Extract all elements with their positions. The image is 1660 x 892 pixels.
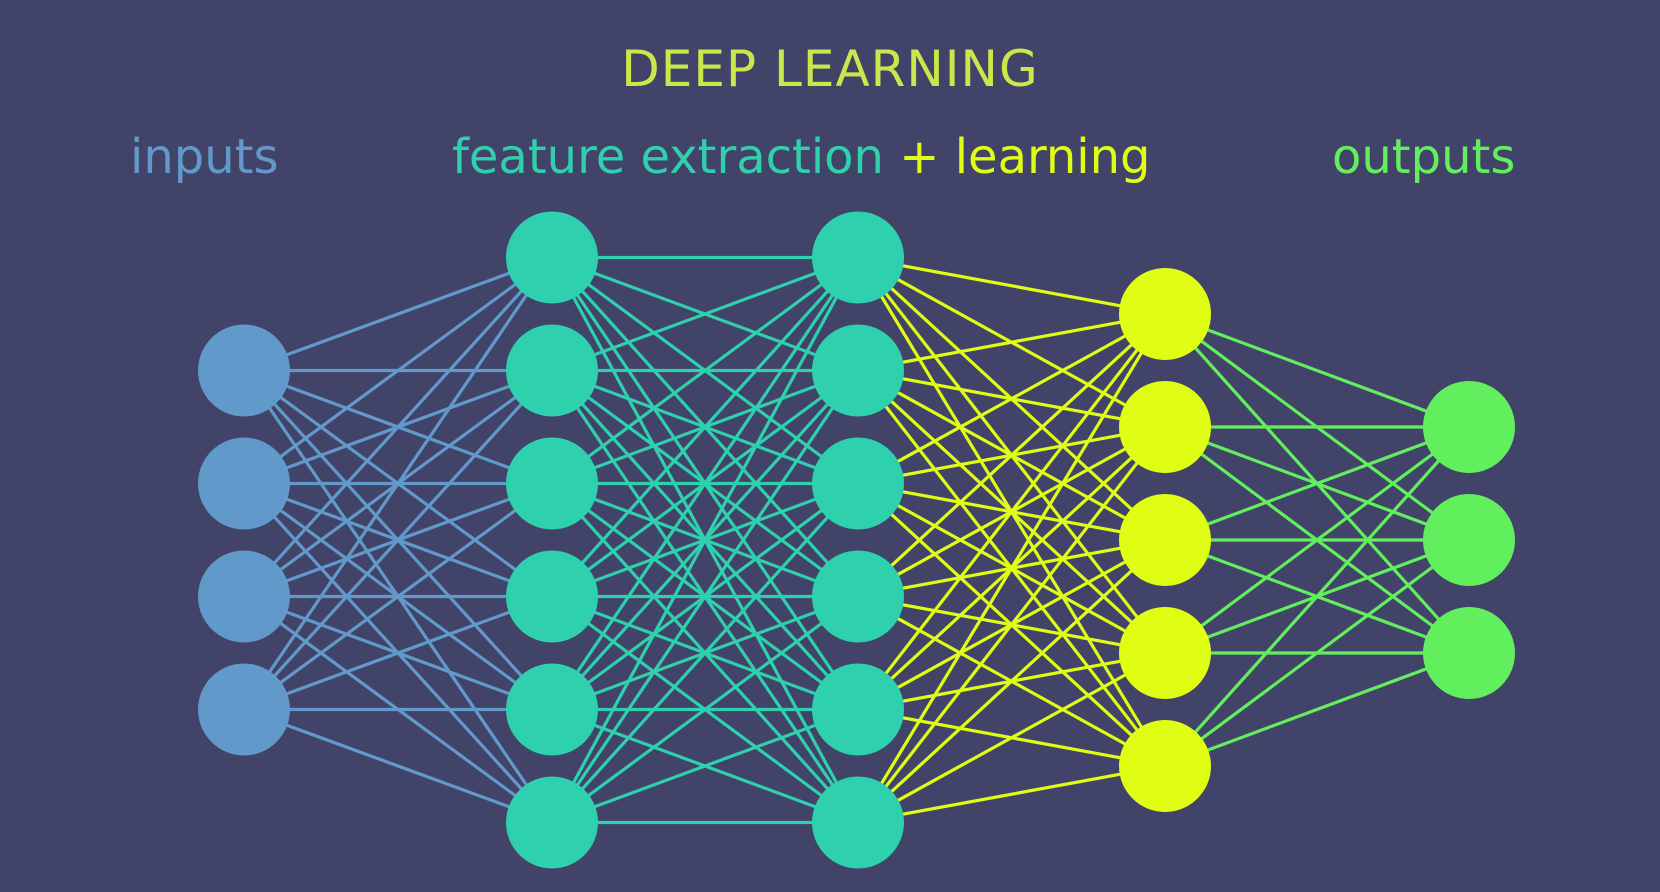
neurons — [198, 211, 1515, 869]
hidden-feature-neuron-3-2 — [812, 324, 904, 417]
connection-l3-4-to-l4-0 — [1163, 425, 1471, 768]
input-neuron-1-2 — [198, 437, 290, 530]
connection-l0-1-to-l1-0 — [242, 255, 554, 486]
input-neuron-1-3 — [198, 550, 290, 643]
connection-l3-2-to-l4-0 — [1163, 425, 1471, 542]
feature-learning-label: feature extraction + learning — [452, 133, 1151, 181]
connection-l3-3-to-l4-0 — [1163, 425, 1471, 655]
input-neuron-1-4 — [198, 663, 290, 756]
connection-l0-3-to-l1-5 — [242, 707, 554, 825]
connection-l1-3-to-l2-0 — [550, 255, 860, 599]
connection-l1-5-to-l2-1 — [550, 368, 860, 825]
output-neuron-5-2 — [1423, 494, 1515, 586]
outputs-label: outputs — [1332, 129, 1516, 185]
connection-l3-4-to-l4-1 — [1163, 538, 1471, 768]
connection-l0-3-to-l1-1 — [242, 368, 554, 712]
feature-extraction-label: feature extraction — [452, 129, 884, 185]
hidden-feature-neuron-2-4 — [506, 550, 598, 643]
hidden-learning-neuron-4-5 — [1119, 720, 1211, 812]
input-neuron-1-1 — [198, 324, 290, 417]
connection-l1-5-to-l2-3 — [550, 594, 860, 825]
connection-l2-5-to-l3-4 — [856, 764, 1167, 825]
hidden-feature-neuron-3-1 — [812, 211, 904, 304]
connection-l2-5-to-l3-3 — [856, 651, 1167, 825]
connection-l1-5-to-l2-2 — [550, 481, 860, 825]
hidden-learning-neuron-4-2 — [1119, 381, 1211, 473]
hidden-learning-neuron-4-4 — [1119, 607, 1211, 699]
hidden-feature-neuron-2-2 — [506, 324, 598, 417]
connection-l1-4-to-l2-0 — [550, 255, 860, 712]
connection-l2-1-to-l3-0 — [856, 312, 1167, 373]
connection-l2-3-to-l3-0 — [856, 312, 1167, 599]
hidden-feature-neuron-3-5 — [812, 663, 904, 756]
connection-l2-0-to-l3-0 — [856, 255, 1167, 316]
hidden-feature-neuron-3-3 — [812, 437, 904, 530]
connection-l1-5-to-l2-4 — [550, 707, 860, 825]
connection-l1-2-to-l2-0 — [550, 255, 860, 486]
output-neuron-5-1 — [1423, 381, 1515, 473]
plus-sign: + — [899, 129, 940, 185]
connection-l3-4-to-l4-2 — [1163, 651, 1471, 768]
connection-l0-3-to-l1-0 — [242, 255, 554, 712]
hidden-feature-neuron-3-4 — [812, 550, 904, 643]
connection-l2-5-to-l3-1 — [856, 425, 1167, 825]
hidden-learning-neuron-4-3 — [1119, 494, 1211, 586]
hidden-learning-neuron-4-1 — [1119, 268, 1211, 360]
learning-label: learning — [954, 129, 1151, 185]
hidden-feature-neuron-3-6 — [812, 776, 904, 869]
connections — [242, 255, 1471, 825]
connection-l0-0-to-l1-0 — [242, 255, 554, 373]
connection-l2-5-to-l3-2 — [856, 538, 1167, 825]
hidden-feature-neuron-2-5 — [506, 663, 598, 756]
output-neuron-5-3 — [1423, 607, 1515, 699]
connection-l2-4-to-l3-0 — [856, 312, 1167, 712]
connection-l0-2-to-l1-0 — [242, 255, 554, 599]
connection-l0-3-to-l1-3 — [242, 594, 554, 712]
connection-l2-2-to-l3-0 — [856, 312, 1167, 486]
hidden-feature-neuron-2-1 — [506, 211, 598, 304]
inputs-label: inputs — [130, 129, 279, 185]
hidden-feature-neuron-2-6 — [506, 776, 598, 869]
connection-l1-5-to-l2-0 — [550, 255, 860, 825]
connection-l1-1-to-l2-0 — [550, 255, 860, 373]
connection-l0-3-to-l1-2 — [242, 481, 554, 712]
diagram-title: DEEP LEARNING — [621, 40, 1039, 98]
connection-l3-0-to-l4-0 — [1163, 312, 1471, 429]
hidden-feature-neuron-2-3 — [506, 437, 598, 530]
connection-l2-5-to-l3-0 — [856, 312, 1167, 825]
